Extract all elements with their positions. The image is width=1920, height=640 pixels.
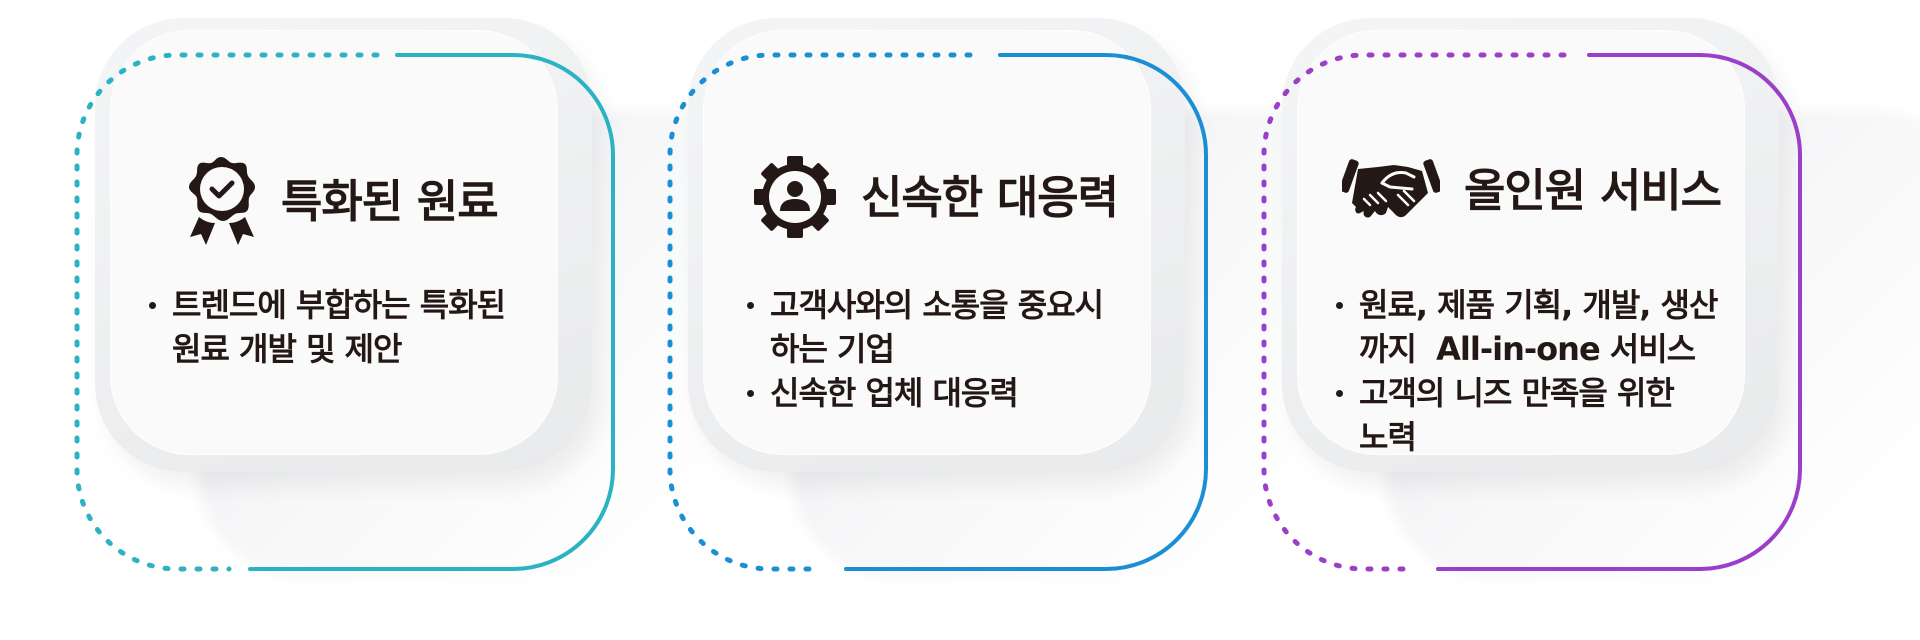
bullet-item: 트렌드에 부합하는 특화된 원료 개발 및 제안	[148, 283, 506, 371]
card-outline-border	[667, 52, 1208, 572]
award-badge-icon	[189, 157, 255, 245]
feature-card-rapid-response: 신속한 대응력 고객사와의 소통을 중요시 하는 기업 신속한 업체 대응력	[667, 0, 1390, 640]
bullet-list: 고객사와의 소통을 중요시 하는 기업 신속한 업체 대응력	[746, 283, 1104, 415]
card-outline-border	[74, 52, 615, 572]
card-title: 올인원 서비스	[1464, 163, 1722, 217]
handshake-icon	[1342, 159, 1440, 218]
card-face	[703, 30, 1151, 455]
bullet-item: 신속한 업체 대응력	[746, 371, 1103, 415]
bullet-list: 원료, 제품 기획, 개발, 생산 까지 All-in-one 서비스 고객의 …	[1335, 283, 1718, 459]
gear-user-icon	[754, 156, 836, 238]
bullet-list: 트렌드에 부합하는 특화된 원료 개발 및 제안	[148, 283, 506, 371]
feature-card-specialized-materials: 특화된 원료 트렌드에 부합하는 특화된 원료 개발 및 제안	[74, 0, 797, 640]
card-face	[1297, 30, 1745, 455]
card-outline-border	[1261, 52, 1802, 572]
card-title: 신속한 대응력	[861, 170, 1119, 224]
card-title: 특화된 원료	[281, 174, 499, 228]
feature-card-all-in-one-service: 올인원 서비스 원료, 제품 기획, 개발, 생산 까지 All-in-one …	[1261, 0, 1920, 640]
bullet-item: 원료, 제품 기획, 개발, 생산 까지 All-in-one 서비스	[1335, 283, 1718, 371]
bullet-item: 고객의 니즈 만족을 위한 노력	[1335, 371, 1717, 459]
card-face	[110, 30, 558, 455]
bullet-item: 고객사와의 소통을 중요시 하는 기업	[746, 283, 1104, 371]
